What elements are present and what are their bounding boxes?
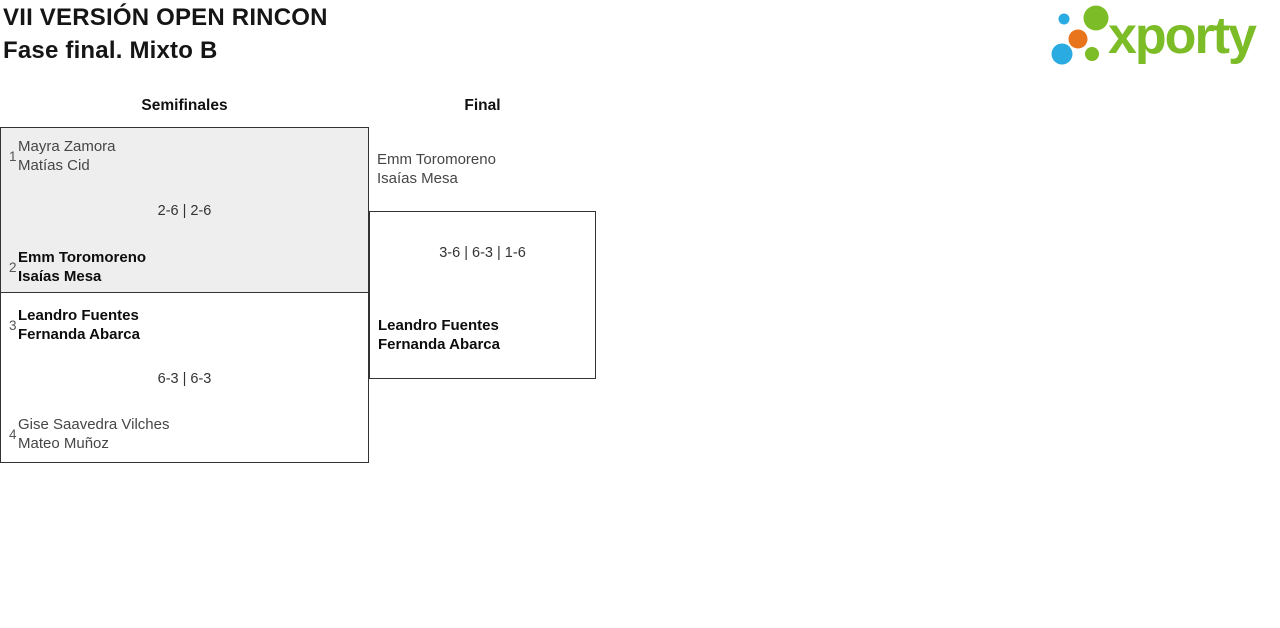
team-row: 2 Emm Toromoreno Isaías Mesa: [1, 248, 146, 286]
page-title: VII VERSIÓN OPEN RINCON: [3, 4, 328, 31]
player-name: Leandro Fuentes: [378, 317, 499, 334]
player-name: Matías Cid: [18, 157, 90, 174]
match-semifinal-1[interactable]: 1 Mayra Zamora Matías Cid 2-6 | 2-6 2 Em…: [0, 127, 369, 294]
player-name: Fernanda Abarca: [378, 336, 500, 353]
team-names: Leandro Fuentes Fernanda Abarca: [18, 306, 140, 344]
player-name: Isaías Mesa: [377, 170, 458, 187]
team-names: Emm Toromoreno Isaías Mesa: [18, 248, 146, 286]
xporty-logo-dots-icon: [1051, 5, 1109, 65]
seed-number: 4: [9, 426, 17, 442]
match-score: 6-3 | 6-3: [157, 371, 212, 387]
team-row: 1 Mayra Zamora Matías Cid: [1, 137, 116, 175]
team-names: Emm Toromoreno Isaías Mesa: [377, 150, 496, 188]
team-row: Leandro Fuentes Fernanda Abarca: [370, 316, 500, 354]
player-name: Mateo Muñoz: [18, 435, 109, 452]
team-row: 4 Gise Saavedra Vilches Mateo Muñoz: [1, 415, 169, 453]
match-final[interactable]: 3-6 | 6-3 | 1-6 Leandro Fuentes Fernanda…: [369, 211, 596, 379]
player-name: Leandro Fuentes: [18, 307, 139, 324]
seed-number: 3: [9, 317, 17, 333]
team-names: Leandro Fuentes Fernanda Abarca: [378, 316, 500, 354]
final-team-top: Emm Toromoreno Isaías Mesa: [377, 150, 496, 188]
match-semifinal-2[interactable]: 3 Leandro Fuentes Fernanda Abarca 6-3 | …: [0, 292, 369, 463]
team-names: Gise Saavedra Vilches Mateo Muñoz: [18, 415, 169, 453]
page-header: VII VERSIÓN OPEN RINCON Fase final. Mixt…: [3, 1, 328, 67]
match-score: 3-6 | 6-3 | 1-6: [439, 245, 526, 261]
player-name: Fernanda Abarca: [18, 326, 140, 343]
player-name: Emm Toromoreno: [377, 151, 496, 168]
player-name: Mayra Zamora: [18, 138, 116, 155]
player-name: Emm Toromoreno: [18, 249, 147, 266]
team-names: Mayra Zamora Matías Cid: [18, 137, 116, 175]
seed-number: 1: [9, 148, 17, 164]
xporty-logo-wordmark: xporty: [1108, 7, 1257, 65]
round-label-final: Final: [464, 97, 501, 114]
round-label-semifinales: Semifinales: [141, 97, 228, 114]
player-name: Isaías Mesa: [18, 268, 102, 285]
xporty-logo[interactable]: xporty: [1044, 1, 1276, 69]
team-row: 3 Leandro Fuentes Fernanda Abarca: [1, 306, 140, 344]
player-name: Gise Saavedra Vilches: [18, 416, 170, 433]
seed-number: 2: [9, 259, 17, 275]
page-subtitle: Fase final. Mixto B: [3, 37, 218, 64]
match-score: 2-6 | 2-6: [157, 203, 212, 219]
